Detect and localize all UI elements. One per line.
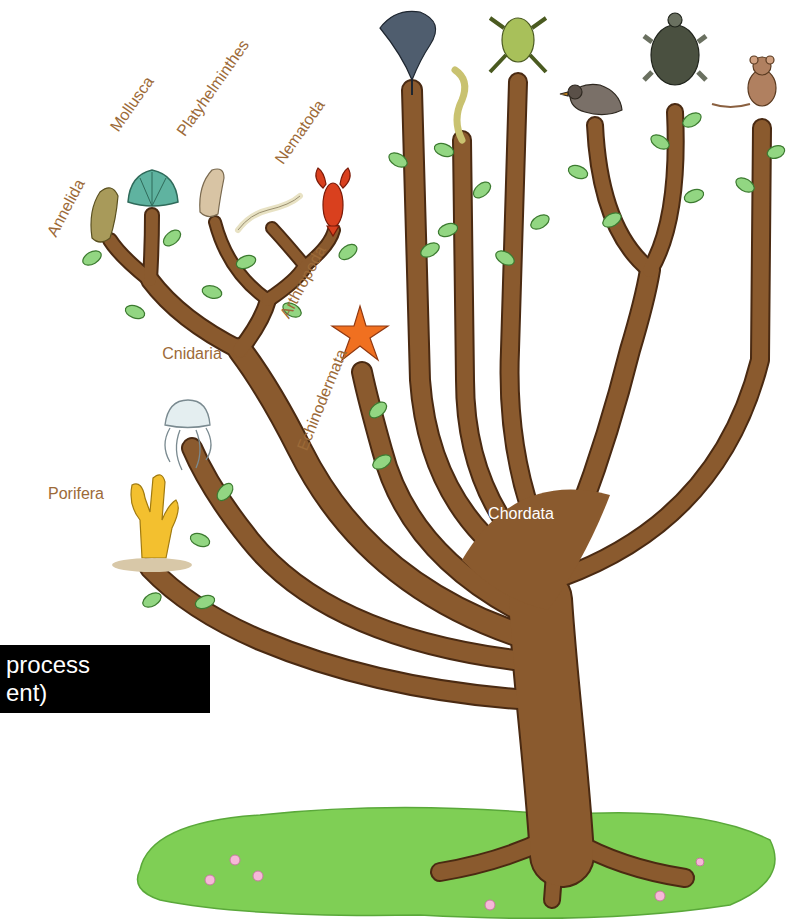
bird <box>560 84 622 114</box>
eel <box>455 70 465 140</box>
turtle <box>644 13 706 85</box>
roundworm <box>238 196 300 230</box>
flatworm <box>200 169 224 217</box>
roundworm-edge <box>238 196 300 230</box>
phylum-name: Nematoda <box>272 97 329 168</box>
crayfish <box>316 168 350 236</box>
phylum-name: Porifera <box>48 485 104 503</box>
frog <box>490 18 546 72</box>
stingray <box>380 11 436 95</box>
phylum-name: Mollusca <box>107 73 158 135</box>
phylum-name: Echinodermata <box>294 347 351 453</box>
leech <box>91 188 118 242</box>
clade-name-trunk: Chordata <box>488 505 554 523</box>
sponge <box>112 475 192 572</box>
caption-box: process ent) <box>0 645 210 713</box>
phylum-name: Cnidaria <box>162 345 222 363</box>
phylum-name: Annelida <box>44 176 89 239</box>
jellyfish <box>165 400 211 470</box>
phylum-name: Platyhelminthes <box>173 37 252 140</box>
caption-text: process ent) <box>6 651 118 706</box>
clam <box>128 170 178 206</box>
mouse <box>712 56 776 107</box>
